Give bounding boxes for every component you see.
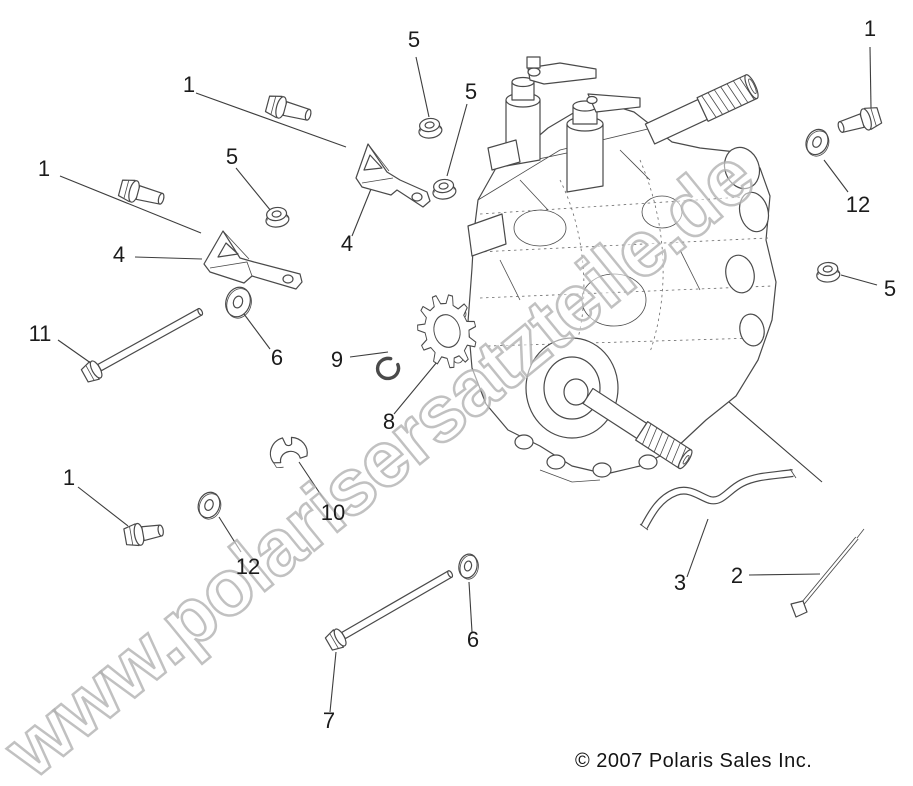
callout-2: 2 (730, 563, 744, 588)
callout-12-bottom: 12 (235, 554, 261, 579)
callout-5-middle: 5 (225, 144, 239, 169)
flange-nut-middle (265, 206, 290, 228)
flange-bolt-left (117, 179, 165, 205)
callout-5-top: 5 (407, 27, 421, 52)
saddle-clip (269, 436, 308, 468)
washer-bottom (197, 491, 222, 520)
callout-7: 7 (322, 708, 336, 733)
flange-nut-top (418, 117, 443, 139)
sprocket (417, 294, 477, 369)
callout-6-middle: 6 (270, 345, 284, 370)
flange-bolt-top-right (837, 107, 883, 133)
callout-5-right: 5 (883, 276, 897, 301)
callout-1-bottom-left: 1 (62, 465, 76, 490)
mount-bracket-left (203, 230, 303, 290)
callout-1-left: 1 (37, 156, 51, 181)
washer-middle (225, 286, 252, 319)
callout-6-bottom-right: 6 (466, 627, 480, 652)
callout-1-top: 1 (182, 72, 196, 97)
callout-9: 9 (330, 347, 344, 372)
washer-bottom-right (458, 553, 479, 580)
callout-4-left: 4 (112, 242, 126, 267)
callout-5-upper-right: 5 (464, 79, 478, 104)
copyright-text: © 2007 Polaris Sales Inc. (575, 750, 813, 772)
callout-4-right: 4 (340, 231, 354, 256)
mount-bracket-right (355, 143, 431, 208)
flange-nut-right (816, 261, 841, 283)
leader-lines (57, 46, 878, 713)
cable-tie (790, 528, 865, 618)
callout-8: 8 (382, 409, 396, 434)
flange-bolt-top (264, 95, 312, 121)
long-bolt-left (80, 307, 204, 383)
snap-ring (375, 356, 401, 381)
callout-10: 10 (320, 500, 346, 525)
callout-3: 3 (673, 570, 687, 595)
callout-12-top-right: 12 (845, 192, 871, 217)
callout-11: 11 (28, 321, 52, 346)
callout-1-top-right: 1 (863, 16, 877, 41)
long-bolt-bottom (324, 570, 454, 651)
flange-bolt-bottom-left (123, 522, 164, 547)
gearcase-drawing (451, 56, 777, 483)
washer-top-right (805, 128, 830, 157)
flange-nut-upper-right (432, 178, 457, 200)
vent-hose (639, 468, 797, 531)
